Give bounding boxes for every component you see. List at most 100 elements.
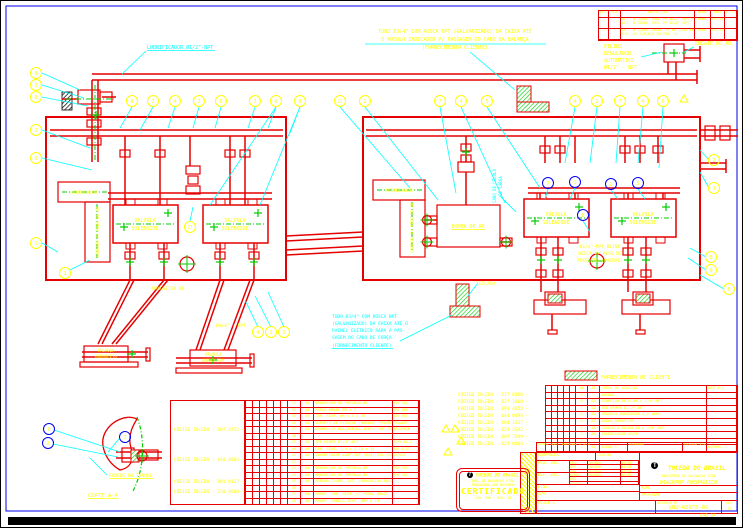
balloon-circle [637,95,649,107]
table-cell: CAIXA DE LIGAÇÃO [600,386,707,393]
table-cell [558,386,564,393]
valve-port [623,192,634,200]
table-cell: VER. [570,469,588,472]
table-cell: 06/05 [621,473,639,478]
fitting [436,204,501,248]
balloon-circle [542,177,554,189]
table-cell [246,407,253,414]
solenoid-valve-box [610,198,677,238]
leader-line [399,314,453,342]
balloon-circle [657,95,669,107]
leader-line [139,106,154,131]
table-cell [546,425,552,433]
balloon-number: 2 [46,441,49,447]
table-cell [267,453,274,460]
table-cell [246,472,253,479]
leader-line [167,106,176,129]
balloon-number: 2 [363,99,366,105]
leader-line [41,157,93,171]
table-cell: 1 [599,18,609,29]
table-cell [301,433,314,440]
balloon-circle [119,431,131,443]
table-cell [558,432,564,439]
rev-cell: REV △ [721,500,738,514]
table-cell: 04 [301,466,314,473]
codigo-toledo-box [170,400,245,505]
fitting [189,349,237,367]
drawing-label: DE CARGA [498,176,503,196]
table-cell [246,427,253,434]
table-cell [609,29,621,40]
table-cell [260,485,267,492]
valve-port [568,236,579,244]
table-cell [281,479,288,486]
table-cell: PARAF. CAB. SEXT. C/ PORCA Ø6x25 [314,492,393,499]
table-cell [267,466,274,473]
table-cell: 04 [301,407,314,414]
table-cell [260,414,267,421]
codigo-toledo-line: CÓDIGO TOLEDO : 624 2942 — [458,428,529,433]
balloon-number: 2 [595,99,598,105]
leader-line [244,299,259,328]
balloon-number: 6 [219,99,222,105]
balloon-circle [42,437,54,449]
valve-port [247,198,258,206]
table-cell [558,425,564,433]
table-cell [609,18,621,29]
table-cell [260,479,267,486]
balloon-number: 9 [298,99,301,105]
table-cell: NOME [695,29,711,40]
balloon-circle [294,95,306,107]
fitting [635,329,646,335]
table-cell [546,412,552,419]
leader-line [499,195,517,213]
table-cell [564,425,570,433]
table-cell: 35 [288,414,301,421]
table-cell [558,392,564,400]
balloon-number: 3 [34,83,37,89]
table-cell [301,485,314,492]
table-cell [260,433,267,440]
table-cell [246,459,253,466]
table-cell [260,401,267,408]
cliente-cell: CLIENTE [536,500,656,514]
balloon-number: 8 [709,255,712,261]
fitting [552,269,564,278]
leader-line [119,106,133,129]
stamp-line-company: TOLEDO DO BRASIL [475,473,520,479]
table-cell [558,405,564,413]
table-cell [246,446,253,453]
table-cell [267,427,274,434]
table-cell [253,466,260,473]
table-cell [267,407,274,414]
table-cell: ANTENA [600,392,707,400]
stamp-line-2: IND. DE BALANÇAS LTDA [471,478,515,483]
table-cell: 02 [301,453,314,460]
valve-port [125,242,136,250]
fitting [187,175,199,185]
drawing-title: DIAGRAMA PNEUMÁTICO [659,480,718,486]
balloon-number: 8 [581,213,584,219]
leader-line [189,206,194,222]
balloon-circle [252,326,264,338]
fitting [552,247,564,256]
drawing-label: (FORNECIMENTO CLIENTE) [332,343,392,349]
table-cell [274,466,281,473]
table-cell [281,446,288,453]
table-cell [267,414,274,421]
table-cell: SILENCIADOR ADAP-TEE (1/4)(225-145) [314,453,393,460]
table-cell [246,414,253,421]
drawing-label: O MÓDULO INDICADOR P/ PASSAGEM DO CABO D… [381,36,529,43]
drawing-label: ROSCA P/ PESO DE [578,251,622,257]
table-cell: TOLEDO [588,473,621,478]
balloon-circle [265,326,277,338]
table-cell [260,453,267,460]
drawing-label: AFERIÇÃO (PADRÃO) [577,257,623,264]
table-cell [246,401,253,408]
finish-cell: ACABADO [627,442,683,452]
fitting [399,199,426,258]
table-cell: POS [609,11,621,18]
table-cell [564,418,570,426]
table-cell: 04 [588,399,600,406]
